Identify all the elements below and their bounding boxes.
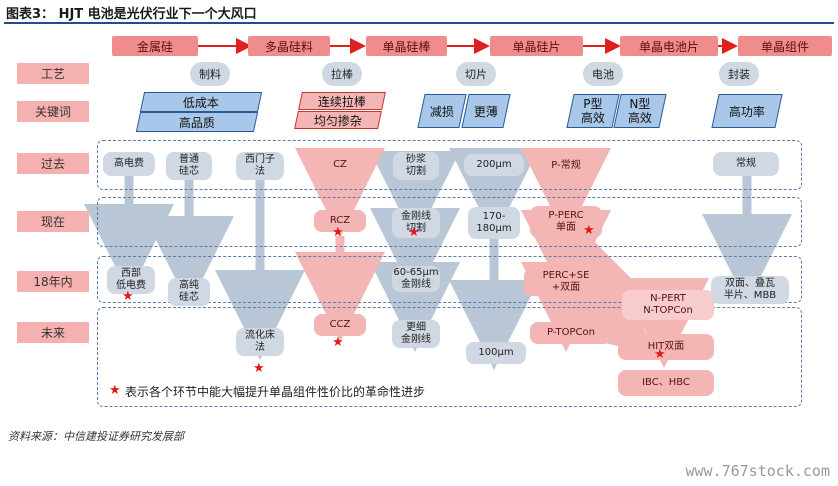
row-label-future: 未来 [17,322,89,343]
row-label-process: 工艺 [17,63,89,84]
process-cell: 电池 [583,62,623,86]
node-now-rcz: RCZ [314,210,366,232]
node-now-diamond-wire: 金刚线 切割 [392,208,440,238]
node-18y-high-purity-core: 高纯 硅芯 [168,278,210,306]
star-icon-hit: ★ [654,347,666,362]
legend-text: 表示各个环节中能大幅提升单晶组件性价比的革命性进步 [125,385,426,399]
chain-mono-cell: 单晶电池片 [620,36,718,56]
title-rule [4,22,834,24]
node-past-cz: CZ [314,154,366,176]
node-future-p-topcon: P-TOPCon [530,322,612,344]
node-past-high-power-cost: 高电费 [103,152,155,176]
chain-mono-module: 单晶组件 [738,36,832,56]
keyword-continuous-pulling: 连续拉棒 [298,92,386,110]
chain-mono-wafer: 单晶硅片 [490,36,583,56]
process-packaging: 封装 [719,62,759,86]
figure-title: 图表3： HJT 电池是光伏行业下一个大风口 [6,7,257,22]
star-icon-diamond-wire: ★ [408,225,420,240]
node-future-fluidized-bed: 流化床 法 [236,328,284,356]
row-label-18-years: 18年内 [17,271,89,292]
node-18y-bifacial: 双面、叠瓦 半片、MBB [711,276,789,304]
process-slicing: 切片 [456,62,496,86]
chain-polysilicon: 多晶硅料 [248,36,330,56]
chain-metal-silicon: 金属硅 [112,36,198,56]
star-icon-p-perc: ★ [583,223,595,238]
keyword-uniform-doping: 均匀掺杂 [294,111,382,129]
keyword-p-type: P型 高效 [566,94,620,128]
keyword-thinner: 更薄 [461,94,511,128]
node-future-ibc-hbc: IBC、HBC [618,370,714,396]
star-icon-west-power: ★ [122,289,134,304]
node-18y-n-pert: N-PERT N-TOPCon [622,290,714,320]
node-past-p-normal: P-常规 [534,154,598,178]
node-18y-west-low-power-cost: 西部 低电费 [107,266,155,294]
keyword-loss-reduction: 减损 [417,94,467,128]
frame-future [97,307,802,407]
chain-mono-ingot: 单晶硅棒 [366,36,447,56]
keyword-high-power: 高功率 [711,94,783,128]
node-18y-perc-se: PERC+SE +双面 [524,268,608,296]
keyword-low-cost: 低成本 [139,92,263,112]
node-past-normal: 常规 [713,152,779,176]
frame-past [97,140,802,190]
keyword-n-type: N型 高效 [613,94,667,128]
node-future-hit-bifacial: HIT双面 [618,334,714,360]
star-icon-rcz: ★ [332,225,344,240]
node-future-ccz: CCZ [314,314,366,336]
node-18y-60-65um-wire: 60-65μm 金刚线 [392,266,440,292]
node-past-normal-core: 普通 硅芯 [166,152,212,180]
star-icon-ccz: ★ [332,335,344,350]
node-past-siemens: 西门子 法 [236,152,284,180]
node-future-100um: 100μm [466,342,526,364]
node-past-200um: 200μm [464,154,524,176]
node-future-finer-wire: 更细 金刚线 [392,320,440,348]
process-pulling: 拉棒 [322,62,362,86]
node-now-p-perc: P-PERC 单面 [530,206,602,238]
row-label-past: 过去 [17,153,89,174]
legend-star-icon: ★ [109,383,121,398]
node-now-170-180um: 170- 180μm [468,207,520,239]
frame-now [97,197,802,247]
star-icon-fluidized-bed: ★ [253,361,265,376]
frame-18-years [97,256,802,303]
keyword-high-quality: 高品质 [135,112,259,132]
row-label-now: 现在 [17,211,89,232]
process-material: 制料 [190,62,230,86]
row-label-keywords: 关键词 [17,101,89,122]
node-past-slurry-cut: 砂浆 切割 [393,152,439,180]
source-note: 资料来源：中信建投证券研究发展部 [8,430,184,443]
watermark: www.767stock.com [685,462,831,480]
